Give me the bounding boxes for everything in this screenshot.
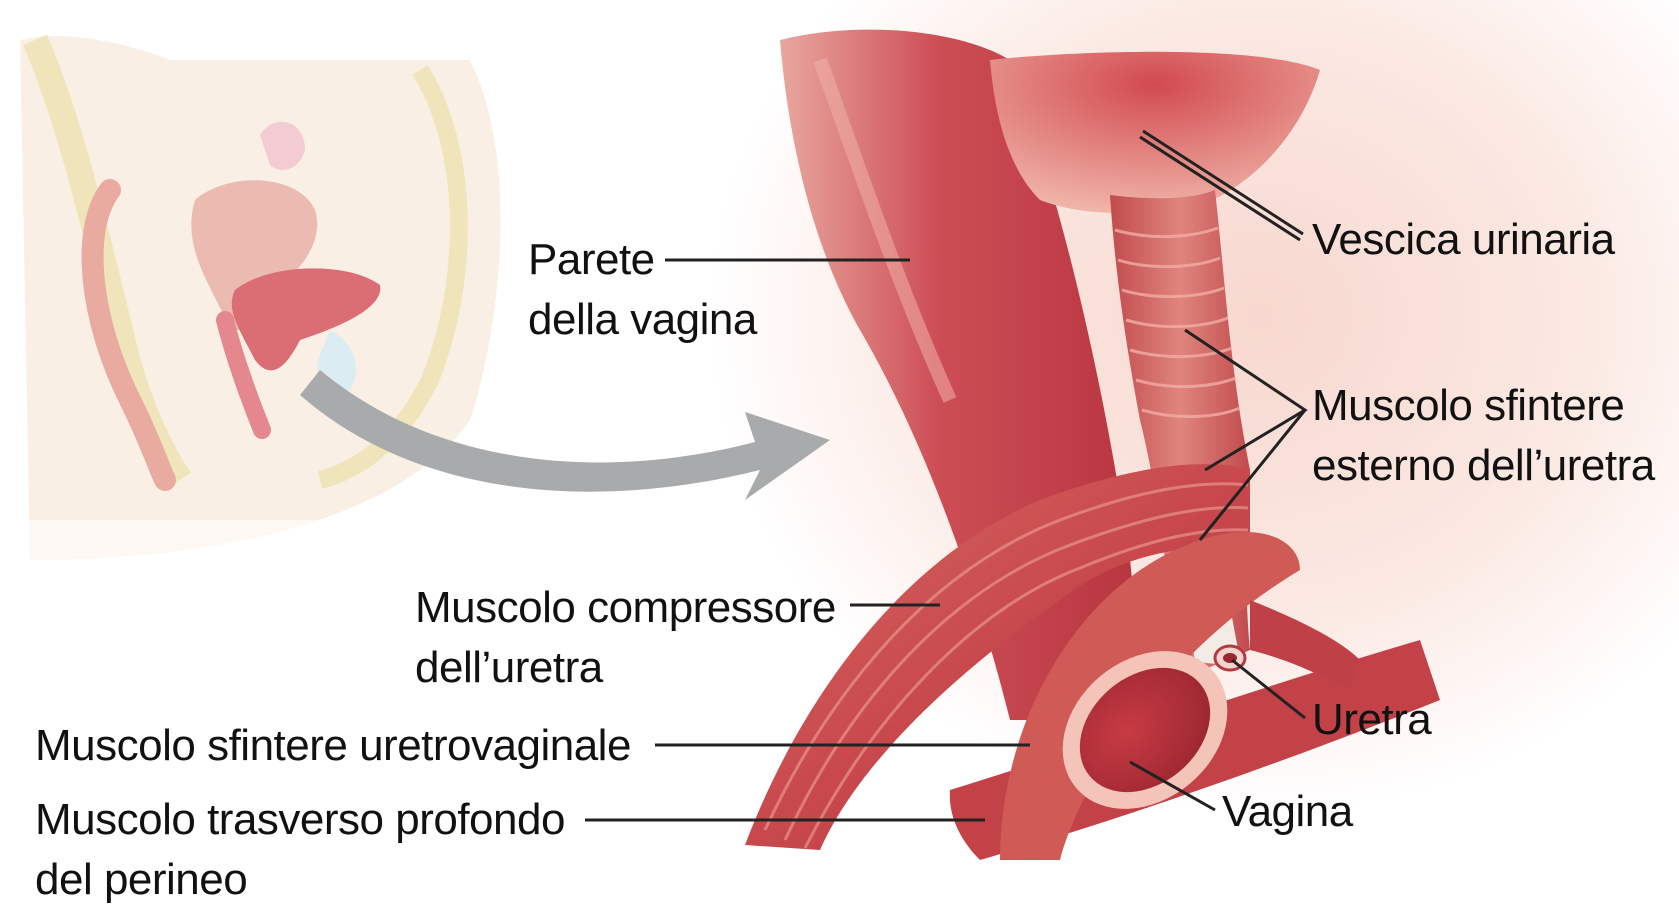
label-parete-line2: della vagina [528, 290, 757, 350]
label-vescica-line1: Vescica urinaria [1312, 210, 1615, 270]
label-vescica-urinaria: Vescica urinaria [1312, 210, 1615, 270]
inset-fade [0, 520, 520, 580]
label-uretrovaginale-line1: Muscolo sfintere uretrovaginale [35, 716, 631, 776]
label-vagina-line1: Vagina [1222, 782, 1353, 842]
label-uretrovaginale: Muscolo sfintere uretrovaginale [35, 716, 631, 776]
sagittal-inset [0, 36, 520, 580]
label-sfintere-esterno: Muscolo sfintere esterno dell’uretra [1312, 376, 1655, 496]
label-compressore: Muscolo compressore dell’uretra [415, 578, 836, 698]
label-trasverso-line1: Muscolo trasverso profondo [35, 790, 565, 850]
label-sfintere-esterno-line2: esterno dell’uretra [1312, 436, 1655, 496]
label-parete-line1: Parete [528, 230, 757, 290]
label-compressore-line1: Muscolo compressore [415, 578, 836, 638]
label-parete-vagina: Parete della vagina [528, 230, 757, 350]
label-vagina: Vagina [1222, 782, 1353, 842]
label-trasverso-profondo: Muscolo trasverso profondo del perineo [35, 790, 565, 910]
label-trasverso-line2: del perineo [35, 850, 565, 910]
label-sfintere-esterno-line1: Muscolo sfintere [1312, 376, 1655, 436]
label-uretra-line1: Uretra [1312, 690, 1431, 750]
label-compressore-line2: dell’uretra [415, 638, 836, 698]
label-uretra: Uretra [1312, 690, 1431, 750]
